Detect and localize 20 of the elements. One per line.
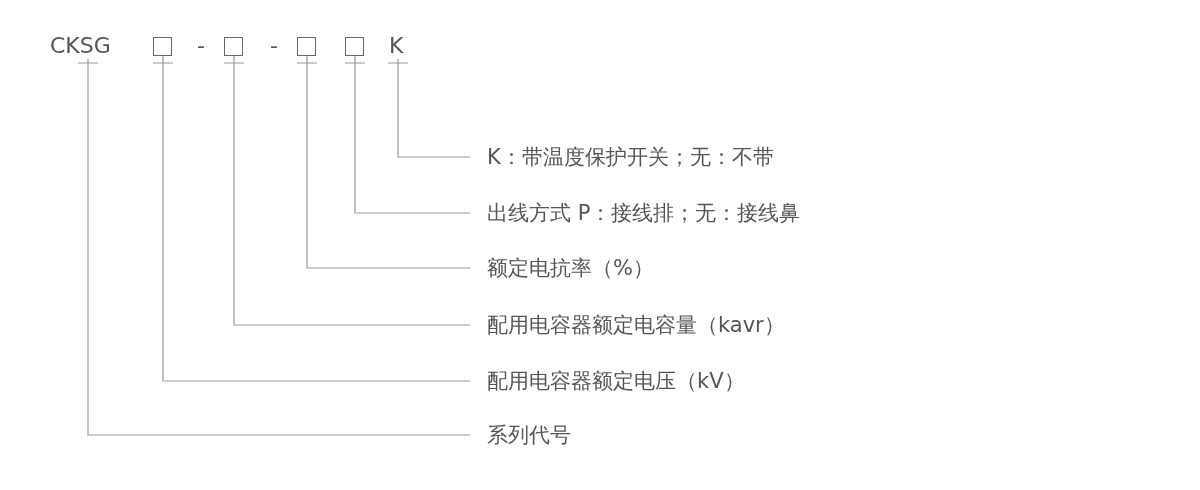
leader-line <box>387 58 471 158</box>
model-code-part: CKSG <box>50 33 111 59</box>
code-description: K：带温度保护开关；无：不带 <box>470 143 774 171</box>
code-description: 出线方式 P：接线排；无：接线鼻 <box>470 199 801 227</box>
leader-line <box>344 55 471 214</box>
separator-dash: - <box>270 33 278 59</box>
placeholder-square <box>297 37 316 56</box>
code-description: 额定电抗率（%） <box>470 254 654 282</box>
leader-line <box>152 55 471 382</box>
model-code-part: K <box>389 33 404 59</box>
placeholder-square <box>345 37 364 56</box>
placeholder-square <box>153 37 172 56</box>
code-description: 系列代号 <box>470 421 571 449</box>
leader-line <box>296 55 471 269</box>
code-description: 配用电容器额定电容量（kavr） <box>470 311 785 339</box>
leader-line <box>77 58 471 436</box>
placeholder-square <box>224 37 243 56</box>
code-description: 配用电容器额定电压（kV） <box>470 367 745 395</box>
leader-line <box>223 55 471 326</box>
separator-dash: - <box>197 33 205 59</box>
